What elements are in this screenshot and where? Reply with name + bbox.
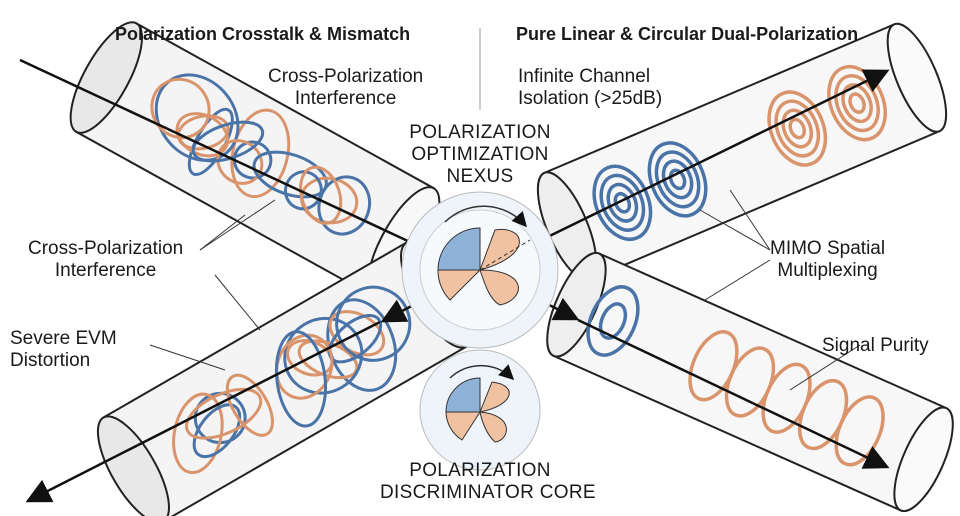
- leader-lines: [149, 189, 861, 391]
- tube-pure-top: [536, 22, 948, 282]
- discriminator-core-icon: [419, 349, 541, 471]
- label-line: MIMO Spatial: [770, 238, 886, 259]
- polarization-coil: [661, 159, 694, 200]
- tangled-wave: [230, 108, 291, 199]
- core-title: POLARIZATION DISCRIMINATOR CORE: [380, 460, 596, 504]
- polarization-coil: [647, 141, 708, 218]
- signal-axis-bottom-left: [25, 320, 381, 503]
- tangled-wave: [185, 387, 263, 440]
- polarization-coil: [781, 108, 814, 149]
- optimization-nexus-icon: [401, 191, 559, 349]
- polarization-coil: [827, 64, 887, 142]
- label-line: Interference: [294, 88, 397, 109]
- polarization-coil: [834, 74, 880, 133]
- label-line: POLARIZATION: [409, 122, 551, 143]
- heading-pure-polarization: Pure Linear & Circular Dual-Polarization: [516, 24, 859, 44]
- signal-axis-bottom-right: [577, 318, 890, 469]
- label-evm: Severe EVM Distortion: [10, 328, 117, 372]
- polarization-coil: [613, 191, 632, 214]
- tangled-wave: [299, 165, 343, 225]
- label-line: NEXUS: [446, 166, 514, 187]
- polarization-coil: [668, 168, 687, 191]
- polarization-coil: [606, 182, 639, 223]
- label-line: Severe EVM: [10, 328, 117, 349]
- tangled-wave: [191, 120, 265, 163]
- label-line: Interference: [54, 260, 157, 281]
- label-line: Cross-Polarization: [28, 238, 184, 259]
- polarization-coil: [788, 117, 807, 140]
- label-line: Multiplexing: [777, 260, 878, 281]
- polarization-coil: [586, 285, 640, 357]
- label-line: Infinite Channel: [518, 66, 651, 87]
- polarization-coil: [834, 395, 885, 467]
- heading-crosstalk: Polarization Crosstalk & Mismatch: [115, 24, 411, 44]
- tangled-wave: [275, 333, 334, 400]
- label-line: Cross-Polarization: [268, 66, 424, 87]
- signal-axis-top-left: [19, 58, 471, 272]
- tube-pure-bottom: [546, 251, 954, 513]
- label-line: OPTIMIZATION: [411, 144, 549, 165]
- polarization-coil: [841, 83, 873, 124]
- polarization-coil: [848, 92, 866, 115]
- tangled-wave: [192, 403, 242, 459]
- polarization-coil: [767, 90, 828, 167]
- label-line: Distortion: [10, 350, 91, 371]
- label-line: Isolation (>25dB): [518, 88, 663, 109]
- nexus-title: POLARIZATION OPTIMIZATION NEXUS: [408, 122, 552, 188]
- tangled-wave: [225, 373, 274, 437]
- label-left-interference: Cross-Polarization Interference: [28, 238, 183, 282]
- label-line: POLARIZATION: [409, 460, 551, 481]
- label-signal-purity: Signal Purity: [822, 335, 929, 356]
- tangled-wave: [274, 330, 327, 428]
- tangled-wave: [172, 392, 224, 475]
- label-mimo: MIMO Spatial Multiplexing: [770, 238, 885, 282]
- label-line: DISCRIMINATOR CORE: [380, 482, 596, 503]
- label-isolation: Infinite Channel Isolation (>25dB): [518, 66, 662, 110]
- polarization-coil: [654, 150, 701, 209]
- tube-crosstalk-bottom: [96, 240, 474, 516]
- tube-crosstalk-top: [69, 21, 441, 299]
- tangled-wave: [283, 316, 364, 395]
- label-top-interference: Cross-Polarization Interference: [268, 66, 423, 110]
